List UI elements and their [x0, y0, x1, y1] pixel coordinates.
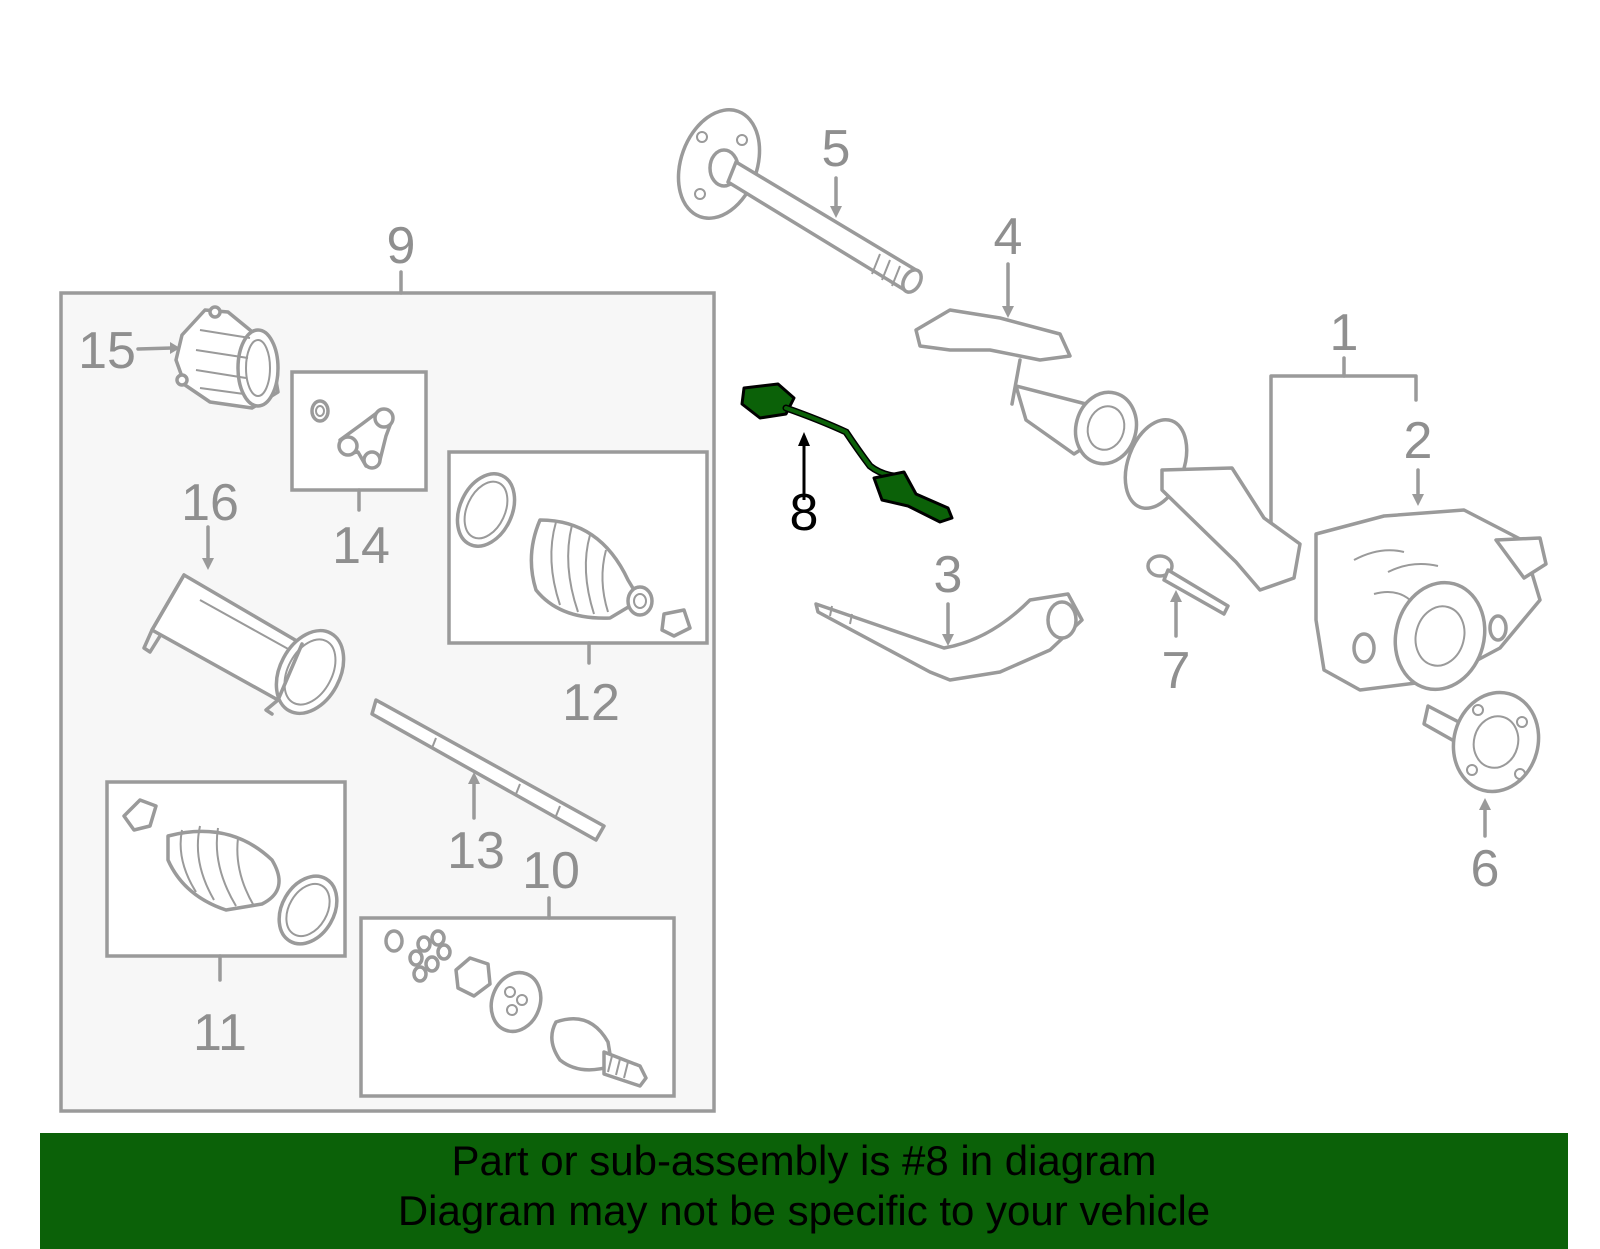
part-14-tripod-box[interactable]	[290, 370, 428, 512]
part-4-axle-tube[interactable]	[914, 262, 1144, 471]
label-part-14: 14	[332, 517, 390, 575]
label-part-5: 5	[822, 120, 851, 178]
label-part-8: 8	[790, 484, 819, 542]
part-12-boot-box[interactable]	[446, 450, 709, 665]
part-8-speed-sensor[interactable]	[740, 382, 954, 524]
part-3-bracket[interactable]	[814, 592, 1084, 682]
info-banner: Part or sub-assembly is #8 in diagram Di…	[40, 1133, 1568, 1249]
part-10-joint-box[interactable]	[359, 896, 676, 1098]
part-7-bolt[interactable]	[1146, 554, 1230, 638]
label-part-6: 6	[1471, 840, 1500, 898]
part-15-housing[interactable]	[136, 305, 280, 410]
label-part-15: 15	[78, 322, 136, 380]
label-part-9: 9	[387, 217, 416, 275]
label-part-3: 3	[934, 546, 963, 604]
label-part-12: 12	[562, 674, 620, 732]
part-11-boot-box[interactable]	[105, 780, 349, 982]
banner-disclaimer: Diagram may not be specific to your vehi…	[397, 1187, 1211, 1234]
part-6-axle-flange[interactable]	[1422, 683, 1550, 838]
label-part-11: 11	[193, 1004, 247, 1062]
label-part-7: 7	[1162, 642, 1191, 700]
part-13-shaft[interactable]	[370, 698, 606, 842]
label-part-1: 1	[1330, 304, 1359, 362]
label-part-2: 2	[1404, 412, 1433, 470]
part-5-axle-shaft[interactable]	[664, 98, 925, 295]
part-16-shield[interactable]	[142, 525, 357, 725]
label-part-13: 13	[447, 822, 505, 880]
label-part-10: 10	[522, 842, 580, 900]
label-part-16: 16	[181, 474, 239, 532]
label-part-4: 4	[994, 208, 1023, 266]
part-1-2-differential[interactable]	[1114, 356, 1548, 700]
banner-part-note: Part or sub-assembly is #8 in diagram	[451, 1137, 1157, 1184]
